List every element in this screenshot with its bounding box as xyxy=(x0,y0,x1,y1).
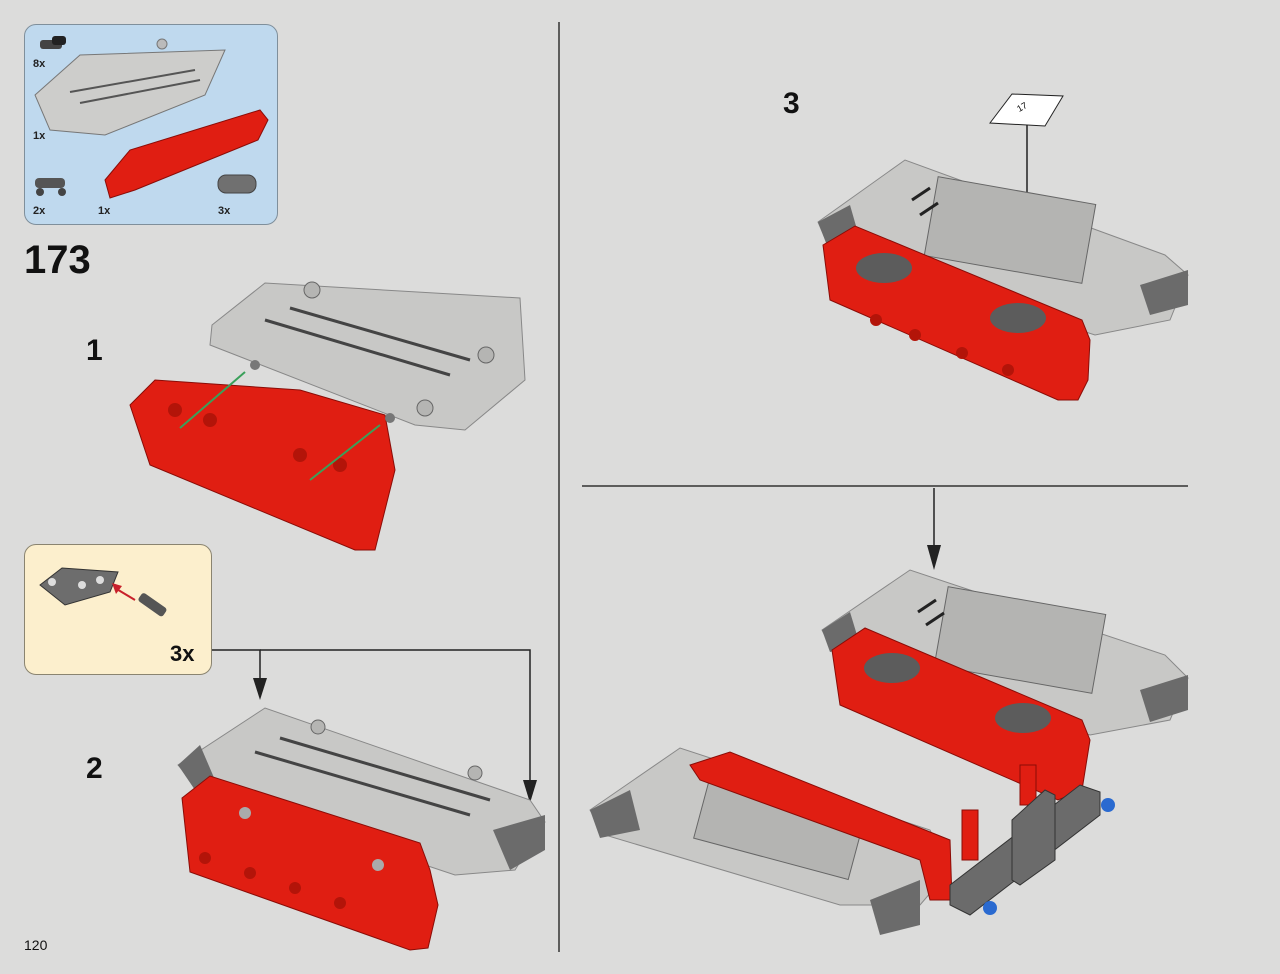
callout-arrowhead-left xyxy=(253,678,267,700)
substep-label-2: 2 xyxy=(86,752,103,785)
gray-beam-icon xyxy=(217,174,257,194)
callout-arrow-line-right xyxy=(260,649,531,790)
gray-panel-icon xyxy=(34,38,226,136)
part-qty-axle-connector: 2x xyxy=(33,205,46,217)
subassembly-callout-box xyxy=(24,544,212,675)
part-qty-gray-panel: 1x xyxy=(33,130,46,142)
part-qty-pin: 8x xyxy=(33,58,46,70)
pin-connector-icon xyxy=(40,36,66,49)
callout-arrowhead-right xyxy=(523,780,537,803)
step-number: 173 xyxy=(24,238,91,282)
part-qty-red-panel: 1x xyxy=(98,205,111,217)
sticker-icon xyxy=(989,93,1064,127)
substep-label-3: 3 xyxy=(783,87,800,120)
part-qty-gray-beam: 3x xyxy=(218,205,231,217)
substep-label-1: 1 xyxy=(86,334,103,367)
green-arrow-2 xyxy=(309,424,381,481)
green-arrow-1 xyxy=(179,371,246,429)
step3-arrowhead xyxy=(927,545,941,570)
axle-connector-icon xyxy=(35,178,66,196)
page-number: 120 xyxy=(24,937,48,953)
red-panel-icon xyxy=(104,109,269,199)
callout-qty: 3x xyxy=(170,641,195,666)
